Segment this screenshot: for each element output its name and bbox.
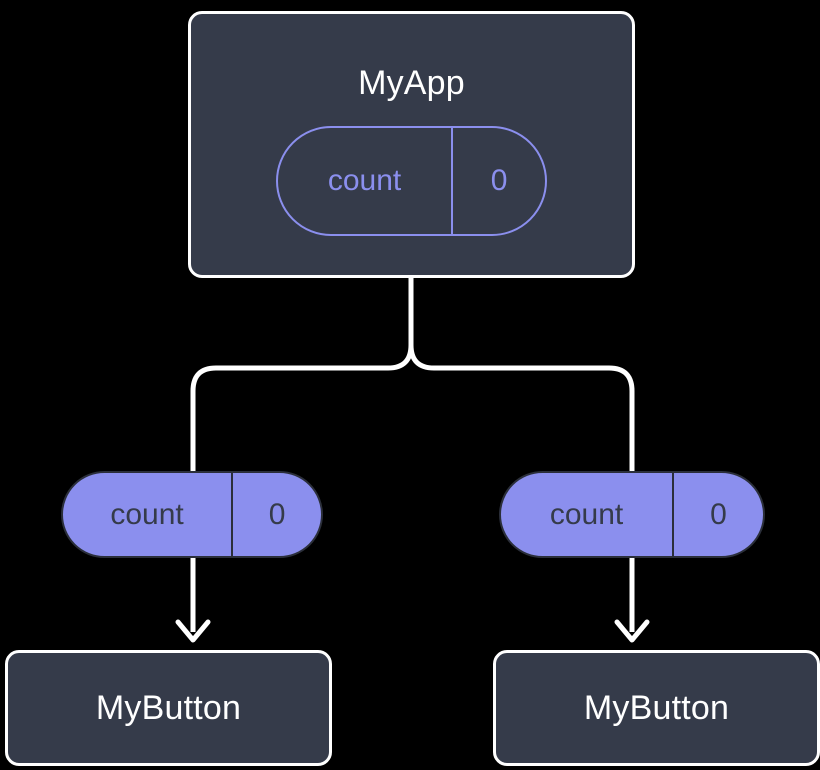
component-label-myapp: MyApp bbox=[358, 64, 465, 102]
props-pill-key: count bbox=[549, 497, 624, 531]
state-pill-value: 0 bbox=[451, 128, 545, 234]
tree-connector-edge-right bbox=[408, 342, 635, 474]
component-label-mybutton-right: MyButton bbox=[583, 688, 730, 727]
component-label-mybutton-left: MyButton bbox=[95, 688, 242, 727]
props-pill-value: 0 bbox=[672, 473, 763, 556]
props-arrow-left-head bbox=[175, 619, 211, 643]
props-pill-right-count[interactable]: count 0 bbox=[499, 471, 765, 558]
component-node-mybutton-left[interactable]: MyButton bbox=[5, 650, 332, 766]
props-pill-left-count[interactable]: count 0 bbox=[61, 471, 323, 558]
state-pill-myapp-count[interactable]: count 0 bbox=[276, 126, 547, 236]
tree-connector-edge bbox=[190, 275, 414, 474]
state-pill-key: count bbox=[327, 164, 402, 197]
props-arrow-right-head bbox=[614, 619, 650, 643]
component-node-mybutton-right[interactable]: MyButton bbox=[493, 650, 820, 766]
props-pill-value: 0 bbox=[231, 473, 321, 556]
props-pill-key: count bbox=[110, 497, 184, 531]
